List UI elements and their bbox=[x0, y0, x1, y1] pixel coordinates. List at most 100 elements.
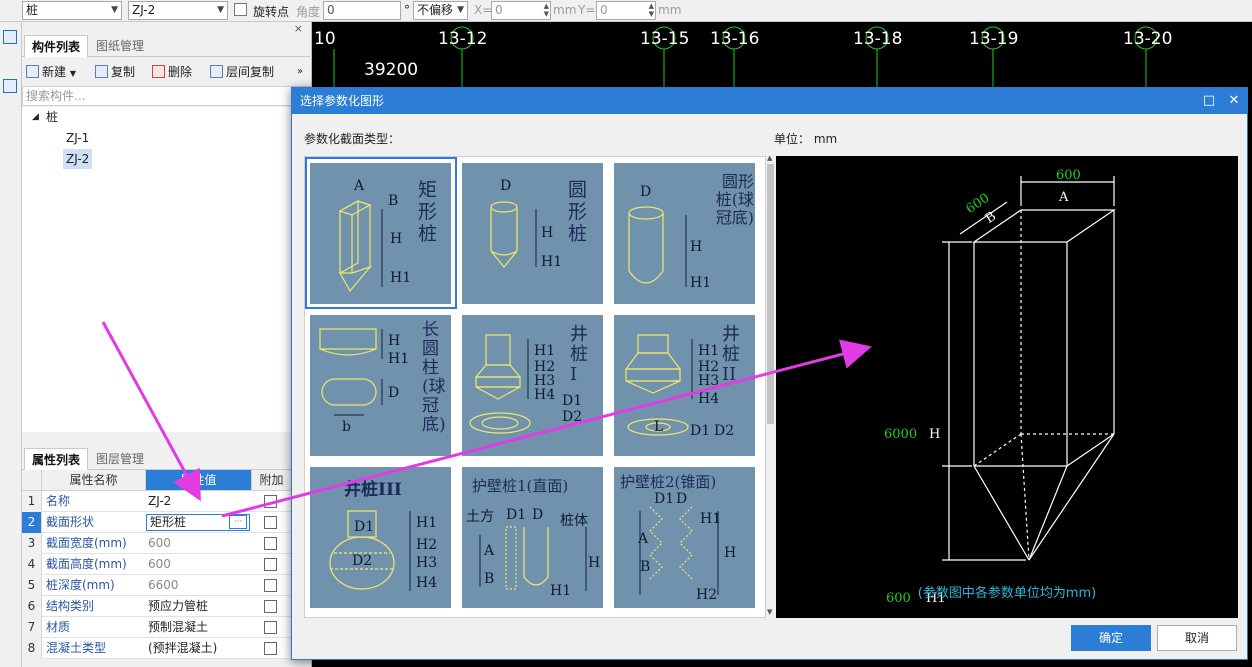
extra-checkbox[interactable] bbox=[264, 621, 277, 634]
shape-well-pile-1[interactable]: H1 H2 H3 H4 D1 D2 井桩I bbox=[457, 309, 609, 461]
header-name: 属性名称 bbox=[42, 470, 146, 491]
component-name-select[interactable]: ZJ-2 ▼ bbox=[128, 1, 228, 20]
thumb-retaining-pile-2: D1 D H1 A B H H2 护壁桩2(锥面) bbox=[614, 467, 755, 608]
param-label: H bbox=[388, 333, 400, 349]
nav-icon[interactable] bbox=[3, 30, 17, 44]
row-number: 1 bbox=[22, 491, 42, 512]
shape-round-pile[interactable]: D H H1 圆形桩 bbox=[457, 157, 609, 309]
scroll-down-icon[interactable]: ▼ bbox=[767, 608, 773, 616]
tree-item-zj2[interactable]: ZJ-2 bbox=[63, 149, 93, 169]
side-panel: × 构件列表 图纸管理 新建 ▼ 复制 删除 层间复制 » 搜索构件... ◢ … bbox=[22, 22, 312, 667]
shape-name: 井桩I bbox=[570, 324, 588, 385]
y-input[interactable]: 0▲▼ bbox=[596, 1, 656, 20]
tree-collapse-icon[interactable]: ◢ bbox=[32, 112, 39, 122]
extra-checkbox[interactable] bbox=[264, 558, 277, 571]
component-search-input[interactable]: 搜索构件... bbox=[22, 86, 312, 106]
x-input[interactable]: 0▲▼ bbox=[491, 1, 551, 20]
extra-checkbox[interactable] bbox=[264, 495, 277, 508]
extra-checkbox[interactable] bbox=[264, 516, 277, 529]
maximize-icon[interactable]: □ bbox=[1202, 93, 1216, 108]
shape-rect-pile[interactable]: A B H H1 矩形桩 bbox=[305, 157, 457, 309]
shape-retaining-pile-1[interactable]: 土方 D1 D 桩体 A B H H1 护壁桩1(直面) bbox=[457, 461, 609, 613]
more-icon[interactable]: » bbox=[297, 66, 304, 77]
scroll-up-icon[interactable]: ▲ bbox=[767, 154, 773, 162]
floor-copy-icon bbox=[210, 65, 223, 78]
close-icon[interactable]: ✕ bbox=[1228, 93, 1240, 108]
floor-copy-button[interactable]: 层间复制 bbox=[210, 63, 274, 81]
y-value: 0 bbox=[600, 3, 608, 17]
shape-well-pile-3[interactable]: D1 D2 H1 H2 H3 H4 井桩III bbox=[305, 461, 457, 613]
search-placeholder: 搜索构件... bbox=[26, 89, 86, 103]
angle-input[interactable]: 0 bbox=[323, 1, 401, 20]
axis-label: 13-18 bbox=[853, 29, 902, 49]
param-label: D bbox=[676, 491, 687, 507]
component-type-value: 桩 bbox=[26, 3, 39, 17]
preview-h1-value: 600 bbox=[886, 591, 911, 606]
offset-select[interactable]: 不偏移 ▼ bbox=[413, 1, 468, 20]
shape-name: 圆形桩(球冠底) bbox=[715, 172, 754, 227]
tab-layer-management[interactable]: 图层管理 bbox=[96, 452, 145, 466]
new-button[interactable]: 新建 ▼ bbox=[26, 63, 76, 83]
row-number: 4 bbox=[22, 554, 42, 575]
rotate-checkbox[interactable] bbox=[234, 3, 247, 16]
x-value: 0 bbox=[495, 3, 503, 17]
preview-h1-label: H1 bbox=[926, 591, 946, 606]
shape-grid-scrollbar[interactable]: ▲ ▼ bbox=[766, 154, 776, 618]
chevron-down-icon: ▼ bbox=[111, 5, 118, 15]
confirm-button[interactable]: 确定 bbox=[1071, 625, 1151, 651]
thumb-rect-pile: A B H H1 矩形桩 bbox=[310, 163, 451, 304]
shape-round-pile-ball[interactable]: D H H1 圆形桩(球冠底) bbox=[609, 157, 761, 309]
extra-checkbox[interactable] bbox=[264, 579, 277, 592]
axis-bubble bbox=[865, 26, 889, 50]
delete-button[interactable]: 删除 bbox=[152, 63, 192, 81]
shape-well-pile-2[interactable]: H1 H2 H3 H4 L D1 D2 井桩II bbox=[609, 309, 761, 461]
axis-bubble bbox=[450, 26, 474, 50]
tab-component-list[interactable]: 构件列表 bbox=[24, 35, 89, 57]
component-tabs: 构件列表 图纸管理 bbox=[22, 35, 312, 57]
extra-checkbox[interactable] bbox=[264, 600, 277, 613]
panel-close-icon[interactable]: × bbox=[293, 22, 303, 35]
shape-name: 井桩III bbox=[344, 480, 402, 500]
shape-name: 护壁桩2(锥面) bbox=[620, 473, 717, 491]
property-value: (预拌混凝土) bbox=[148, 641, 218, 655]
property-value[interactable]: 矩形桩 bbox=[146, 514, 250, 531]
row-number: 8 bbox=[22, 638, 42, 659]
extra-checkbox[interactable] bbox=[264, 642, 277, 655]
shape-long-round-pile[interactable]: H H1 D b 长圆柱(球冠底) bbox=[305, 309, 457, 461]
copy-button[interactable]: 复制 bbox=[95, 63, 135, 81]
param-label: A bbox=[483, 543, 495, 559]
param-label: B bbox=[484, 571, 494, 587]
tab-drawing-management[interactable]: 图纸管理 bbox=[96, 39, 145, 53]
tree-item-zj1[interactable]: ZJ-1 bbox=[66, 131, 90, 145]
tab-property-list[interactable]: 属性列表 bbox=[24, 448, 89, 470]
shape-name: 井桩II bbox=[722, 324, 740, 385]
layout-icon[interactable] bbox=[3, 79, 17, 93]
dialog-title: 选择参数化图形 bbox=[300, 94, 385, 108]
param-label: D bbox=[532, 507, 543, 523]
scrollbar-thumb[interactable] bbox=[767, 164, 774, 424]
chevron-down-icon: ▼ bbox=[217, 5, 224, 15]
row-number: 5 bbox=[22, 575, 42, 596]
row-number: 2 bbox=[22, 512, 42, 533]
cancel-button[interactable]: 取消 bbox=[1157, 625, 1237, 651]
axis-bubble bbox=[652, 26, 676, 50]
shape-preview: 600 A 600 B 6000 H 600 H1 (参数图中各参数单位均为mm… bbox=[776, 156, 1238, 618]
ellipsis-button[interactable]: ··· bbox=[229, 515, 247, 529]
component-type-select[interactable]: 桩 ▼ bbox=[22, 1, 122, 20]
shape-retaining-pile-2[interactable]: D1 D H1 A B H H2 护壁桩2(锥面) bbox=[609, 461, 761, 613]
param-label: D1 bbox=[562, 393, 582, 409]
extra-checkbox[interactable] bbox=[264, 537, 277, 550]
tree-root[interactable]: 桩 bbox=[46, 110, 59, 124]
param-label: D1 bbox=[654, 491, 674, 507]
component-tree: ◢ 桩 ZJ-1 ZJ-2 bbox=[22, 107, 312, 432]
property-name: 桩深度(mm) bbox=[46, 578, 115, 592]
unit-label: 单位： mm bbox=[774, 132, 838, 146]
